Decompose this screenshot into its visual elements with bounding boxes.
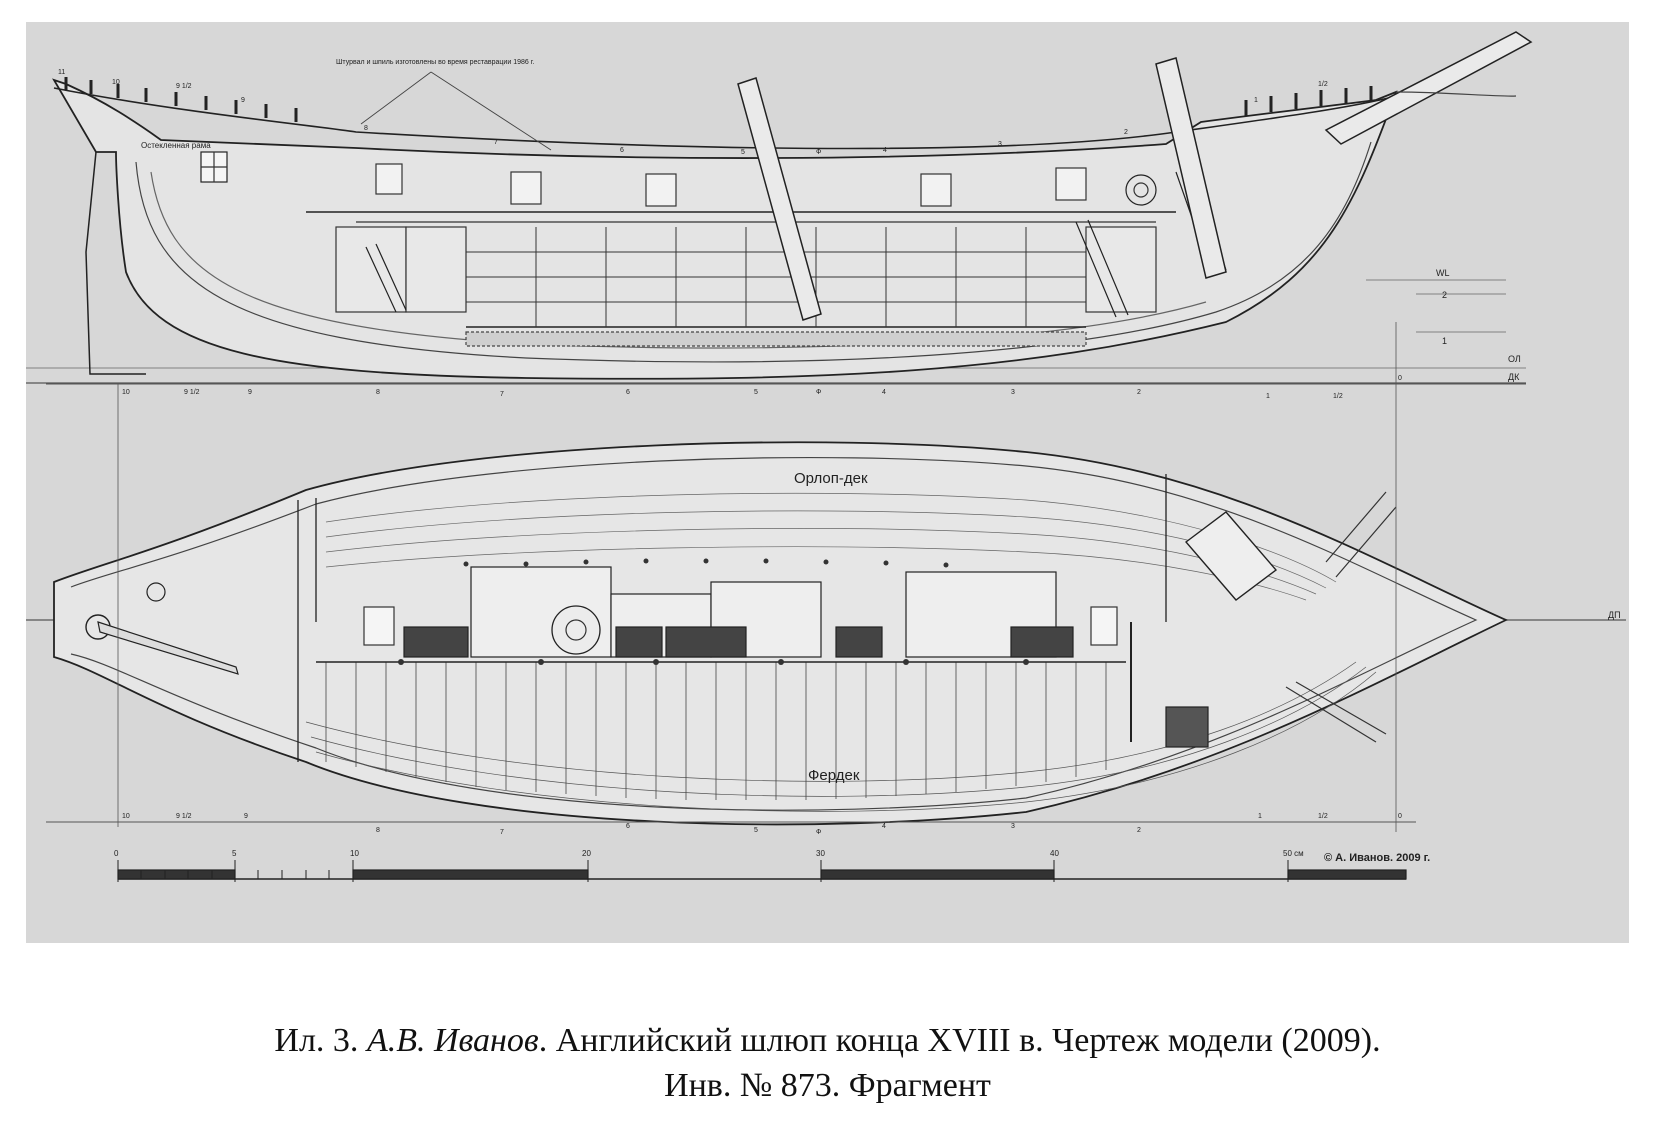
ship-drawing-plate: Штурвал и шпиль изготовлены во время рес… [26, 22, 1629, 943]
profile-station-label-4: 8 [364, 125, 368, 132]
axis-station-label-4: 7 [500, 391, 504, 398]
plan-station-label-8: 4 [882, 823, 886, 830]
ferdek-label: Фердек [808, 767, 860, 784]
wl-label: WL [1436, 268, 1450, 278]
profile-station-label-5: 7 [494, 139, 498, 146]
plan-station-label-7: Ф [816, 829, 821, 836]
wl-mark-1: 1 [1442, 336, 1447, 346]
plan-station-label-12: 1/2 [1318, 813, 1328, 820]
profile-view [26, 31, 1533, 384]
profile-station-label-3: 9 [241, 97, 245, 104]
profile-station-label-6: 6 [620, 147, 624, 154]
scale-bar [117, 860, 1407, 882]
station-axes [46, 322, 1526, 832]
plan-station-label-13: 0 [1398, 813, 1402, 820]
axis-station-label-13: 0 [1398, 375, 1402, 382]
axis-station-label-12: 1/2 [1333, 393, 1343, 400]
caption-author: А.В. Иванов [366, 1022, 539, 1059]
profile-station-label-2: 9 1/2 [176, 83, 192, 90]
scale-tick-label-3: 20 [582, 849, 591, 858]
plan-station-label-2: 9 [244, 813, 248, 820]
scale-tick-label-4: 30 [816, 849, 825, 858]
ship-drawing: Штурвал и шпиль изготовлены во время рес… [26, 31, 1626, 882]
scale-tick-labels: 0 5 10 20 30 40 50 см [114, 849, 1304, 858]
station-axis-labels: 10 9 1/2 9 8 7 6 5 Ф 4 3 2 1 1/2 0 [122, 375, 1402, 400]
profile-station-label-7: 5 [741, 149, 745, 156]
plan-station-label-1: 9 1/2 [176, 813, 192, 820]
axis-station-label-6: 5 [754, 389, 758, 396]
profile-top-station-labels: 11 10 9 1/2 9 8 7 6 5 Ф 4 3 2 1 1/2 [58, 69, 1328, 156]
copyright-label: © А. Иванов. 2009 г. [1324, 852, 1430, 864]
plan-station-label-6: 5 [754, 827, 758, 834]
caption-prefix: Ил. 3. [274, 1022, 367, 1059]
plan-station-label-4: 7 [500, 829, 504, 836]
glazed-frame-label: Остекленная рама [141, 141, 211, 150]
plan-station-label-5: 6 [626, 823, 630, 830]
plan-station-label-0: 10 [122, 813, 130, 820]
scale-tick-label-1: 5 [232, 849, 237, 858]
op-label: ОЛ [1508, 354, 1521, 364]
axis-station-label-9: 3 [1011, 389, 1015, 396]
dk-label: ДК [1508, 372, 1520, 382]
plan-station-label-9: 3 [1011, 823, 1015, 830]
profile-station-label-13: 1/2 [1318, 81, 1328, 88]
scale-tick-label-2: 10 [350, 849, 359, 858]
profile-station-label-12: 1 [1254, 97, 1258, 104]
drawing-labels: Штурвал и шпиль изготовлены во время рес… [141, 59, 1621, 864]
plan-station-labels: 10 9 1/2 9 8 7 6 5 Ф 4 3 2 1 1/2 0 [122, 813, 1402, 836]
profile-station-label-8: Ф [816, 149, 821, 156]
profile-station-label-10: 3 [998, 141, 1002, 148]
profile-station-label-11: 2 [1124, 129, 1128, 136]
axis-station-label-5: 6 [626, 389, 630, 396]
plan-station-label-11: 1 [1258, 813, 1262, 820]
plan-view [26, 441, 1626, 826]
scale-tick-label-6: 50 см [1283, 849, 1304, 858]
figure-caption-line-2: Инв. № 873. Фрагмент [664, 1067, 991, 1104]
axis-station-label-10: 2 [1137, 389, 1141, 396]
figure-caption-line-1: Ил. 3. А.В. Иванов. Английский шлюп конц… [0, 1022, 1655, 1060]
axis-station-label-8: 4 [882, 389, 886, 396]
axis-station-label-7: Ф [816, 389, 821, 396]
axis-station-label-0: 10 [122, 389, 130, 396]
profile-station-label-9: 4 [883, 147, 887, 154]
axis-station-label-1: 9 1/2 [184, 389, 200, 396]
profile-station-label-1: 10 [112, 79, 120, 86]
axis-station-label-11: 1 [1266, 393, 1270, 400]
restoration-note: Штурвал и шпиль изготовлены во время рес… [336, 59, 534, 66]
caption-title: . Английский шлюп конца XVIII в. Чертеж … [538, 1022, 1381, 1059]
profile-station-label-0: 11 [58, 69, 65, 76]
scale-tick-label-0: 0 [114, 849, 119, 858]
axis-station-label-2: 9 [248, 389, 252, 396]
plan-station-label-10: 2 [1137, 827, 1141, 834]
wl-mark-2: 2 [1442, 290, 1447, 300]
scale-tick-label-5: 40 [1050, 849, 1059, 858]
dp-label: ДП [1608, 610, 1621, 620]
orlop-deck-label: Орлоп-дек [794, 470, 868, 487]
plan-station-label-3: 8 [376, 827, 380, 834]
axis-station-label-3: 8 [376, 389, 380, 396]
